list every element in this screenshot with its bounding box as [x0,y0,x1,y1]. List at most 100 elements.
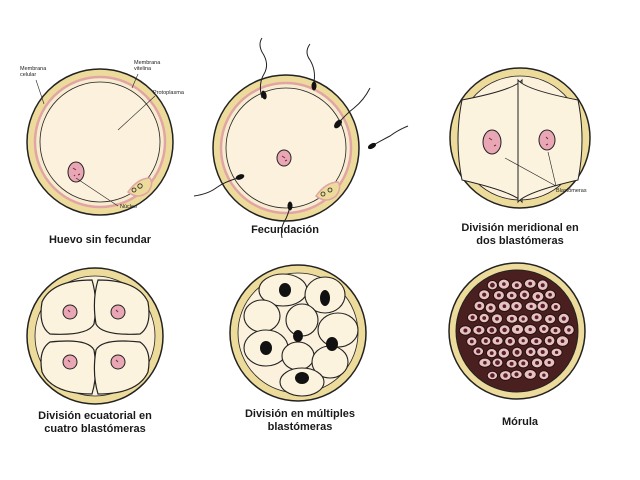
morula-cell-nucleus [542,373,546,377]
label-protoplasm: Protoplasma [153,90,184,96]
panel-fertilization [193,37,409,239]
sperm-head [334,119,342,129]
nucleus [276,149,292,167]
morula-cell-nucleus [495,316,499,321]
morula-cell-nucleus [463,328,468,333]
morula-cell-nucleus [554,350,559,355]
morula-cell-nucleus [495,339,500,343]
morula-cell-nucleus [509,361,514,366]
label-cell-membrane: Membrana celular [20,66,46,78]
label-blastomeres: Blastómeras [556,188,587,194]
panel-morula [448,262,586,400]
caption-line: cuatro blastómeras [44,423,146,435]
leader-line-nucleus [75,177,119,207]
label-line: Membrana [134,60,161,66]
sperm-tail [306,43,315,83]
panel-meridional-division [449,67,591,209]
morula-cell-nucleus [496,293,501,298]
morula-cell-nucleus [489,351,494,355]
morula-cell-nucleus [502,282,506,286]
morula-cell-nucleus [521,339,525,343]
morula-cell-nucleus [514,372,519,377]
morula-cell-nucleus [540,350,545,354]
caption-unfertilized-egg: Huevo sin fecundar [48,234,152,246]
label-line: celular [20,72,37,78]
label-vitelline-membrane: Membrana vitelina [134,60,160,72]
blastomere [317,312,359,348]
polar-body-dot [137,183,143,189]
morula-cell-nucleus [490,282,495,288]
sperm-heads [235,81,377,211]
morula-cell-nucleus [476,327,482,333]
morula-cell-nucleus [535,360,540,365]
morula-cell-nucleus [553,328,558,333]
leader-line-blastomeres [504,157,557,187]
morula-cell-nucleus [560,339,565,343]
morula-cell-nucleus [529,304,533,308]
leader-line-blastomeres [547,151,557,187]
morula-cell-nucleus [540,303,545,309]
morula-cell-nucleus [502,304,507,309]
morula-cells [458,278,575,381]
caption-line: blastómeras [267,421,333,433]
morula-cell-nucleus [482,292,487,297]
nucleus [293,330,303,342]
label-line: vitelina [134,66,152,72]
nucleus [326,337,338,351]
morula-cell-nucleus [547,360,551,365]
sperm-head [235,174,245,180]
polar-body [126,177,153,197]
nucleus-left [482,129,502,155]
nucleus [295,372,309,384]
morula-cell-nucleus [514,283,519,288]
caption-line: dos blastómeras [476,235,564,247]
sperm-tail [259,37,268,99]
nucleus [320,290,330,306]
polar-body-dot [327,187,333,193]
leader-line-protoplasm [117,95,156,131]
nucleus-texture [281,155,288,162]
morula-cell-nucleus [482,316,487,320]
blastomere [281,341,315,371]
label-line: Membrana [20,66,47,72]
nucleus-right [538,129,556,151]
morula-cell-nucleus [510,316,514,321]
morula-cell-nucleus [495,360,500,365]
blastomere-group [243,273,359,397]
morula-cell-nucleus [521,317,525,321]
morula-cell-nucleus [528,327,532,332]
morula-cell-nucleus [534,339,539,344]
nucleus-texture [488,136,549,147]
caption-equatorial-division: División ecuatorial en cuatro blastómera… [10,410,180,436]
morula-cell-nucleus [567,328,571,332]
blastomere [243,299,281,333]
morula-cell-nucleus [490,373,495,378]
morula-cell-nucleus [514,349,520,355]
nucleus-texture [67,309,119,363]
sperm-tail [371,125,409,147]
morula-cell-nucleus [502,327,507,333]
morula-cell-nucleus [509,293,514,298]
sperm-head [311,81,317,91]
caption-line: División en múltiples [244,408,356,420]
morula-cell-nucleus [547,338,552,343]
caption-line: División ecuatorial en [38,410,152,422]
caption-line: División meridional en [461,222,579,234]
label-nucleus: Núcleo [120,204,138,210]
morula-cell-nucleus [548,292,552,297]
sperm-tail [193,177,239,197]
morula-cell-nucleus [528,372,532,377]
leader-line-vitelline [131,73,139,89]
morula-cell-nucleus [469,339,474,344]
sperm-tail [335,87,371,127]
nucleus [67,161,85,183]
blastomere-nuclei [260,283,338,384]
polar-body-dot [320,191,326,197]
morula-cell-nucleus [561,316,566,321]
morula-cell-nucleus [528,349,533,354]
sperm-head [287,201,293,211]
nucleus [279,283,291,297]
sperm-group [193,37,409,239]
